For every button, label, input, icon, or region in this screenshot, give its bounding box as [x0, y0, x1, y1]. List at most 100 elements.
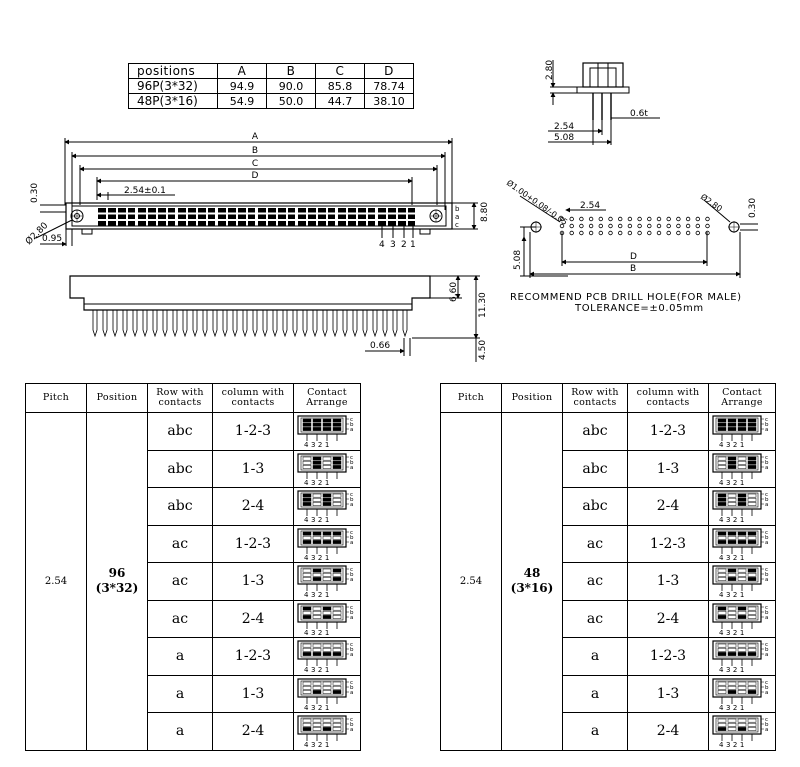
pcb-hole — [608, 230, 613, 236]
pcb-hole — [656, 216, 662, 222]
arrange-row-letter: a — [765, 652, 768, 658]
front-contact — [358, 208, 366, 213]
pcb-hole — [656, 230, 662, 236]
bottom-pin — [132, 310, 138, 338]
front-contact — [278, 221, 286, 226]
dimension-cell: 54.9 — [217, 93, 267, 109]
bottom-pin — [252, 310, 258, 338]
front-contact — [258, 208, 266, 213]
arrange-row-letter: b — [765, 572, 769, 578]
bottom-pin — [302, 310, 308, 338]
pcb-hole — [666, 216, 671, 222]
front-contact — [328, 221, 335, 226]
arrange-row-letter: a — [350, 427, 353, 433]
front-contact — [108, 214, 116, 219]
front-contact — [128, 214, 135, 219]
spec-columns-cell: 1-2-3 — [212, 412, 294, 451]
spec-header-rows: Row with contacts — [147, 383, 213, 413]
front-contact — [258, 221, 266, 226]
spec-columns-cell: 2-4 — [627, 487, 709, 526]
front-contact — [128, 221, 135, 226]
front-contact — [198, 214, 206, 219]
front-contact — [168, 214, 175, 219]
arrange-row-letter: b — [765, 685, 769, 691]
spec-header-row: Pitch Position Row with contacts column … — [25, 383, 361, 413]
front-contact — [338, 208, 346, 213]
pcb-hole — [588, 230, 594, 236]
dimension-row-label: 48P(3*16) — [128, 93, 218, 109]
front-contact — [98, 221, 106, 226]
front-contact — [278, 214, 286, 219]
arrange-pin-numbers: 4321 — [304, 666, 332, 673]
front-pin-number: 1 — [410, 240, 416, 250]
arrange-row-letter: a — [350, 577, 353, 583]
spec-columns-cell: 2-4 — [212, 487, 294, 526]
pcb-hole — [637, 223, 642, 229]
arrange-row-letter: b — [350, 685, 354, 691]
bottom-pin — [92, 310, 98, 338]
pcb-hole-small: Ø1.00+0.08/-0.05 — [505, 177, 570, 227]
front-contact — [398, 208, 406, 213]
front-contact — [318, 221, 326, 226]
spec-header-pitch: Pitch — [440, 383, 502, 413]
front-contact — [98, 208, 106, 213]
front-contact — [178, 208, 186, 213]
front-row-letter: a — [455, 213, 459, 221]
front-contact — [388, 214, 396, 219]
side-dim-254: 2.54 — [554, 122, 574, 132]
spec-columns-cell: 1-3 — [627, 674, 709, 713]
dimension-row-label: 96P(3*32) — [128, 78, 218, 94]
dimension-cell: 44.7 — [315, 93, 365, 109]
pcb-hole — [666, 230, 671, 236]
front-label-b: B — [252, 146, 258, 156]
arrange-pin-numbers: 4321 — [719, 666, 747, 673]
front-contact-grid — [98, 208, 415, 226]
bottom-pin — [372, 310, 378, 338]
spec-rows-cell: abc — [147, 412, 213, 451]
front-contact — [318, 214, 326, 219]
front-contact — [288, 221, 295, 226]
front-label-d: D — [252, 171, 259, 181]
front-contact — [348, 208, 356, 213]
pcb-hole — [676, 223, 681, 229]
arrange-pin-numbers: 4321 — [304, 629, 332, 636]
front-contact — [158, 221, 166, 226]
arrange-row-letter: c — [765, 717, 768, 723]
arrange-row-letter: c — [765, 680, 768, 686]
front-contact — [318, 208, 326, 213]
pcb-hole — [579, 223, 584, 229]
front-label-c: C — [252, 159, 258, 169]
arrange-row-letter: c — [350, 417, 353, 423]
pcb-hole — [559, 223, 565, 229]
arrange-row-letter: b — [350, 610, 354, 616]
bottom-pin — [172, 310, 178, 338]
arrange-row-letter: a — [350, 727, 353, 733]
bottom-dim-1130: 11.30 — [478, 292, 488, 318]
front-contact — [148, 208, 156, 213]
arrange-row-letter: a — [765, 465, 768, 471]
contact-spec-table-48: Pitch Position Row with contacts column … — [440, 383, 776, 751]
arrange-row-letter: a — [765, 540, 768, 546]
front-contact — [288, 214, 295, 219]
pcb-hole — [637, 216, 642, 222]
front-pin-number: 3 — [390, 240, 396, 250]
arrange-row-letter: c — [350, 680, 353, 686]
arrange-row-letter: c — [765, 605, 768, 611]
arrange-row-letter: b — [765, 722, 769, 728]
arrange-row-letter: c — [350, 492, 353, 498]
bottom-pin — [242, 310, 248, 338]
dimension-cell: 50.0 — [266, 93, 316, 109]
